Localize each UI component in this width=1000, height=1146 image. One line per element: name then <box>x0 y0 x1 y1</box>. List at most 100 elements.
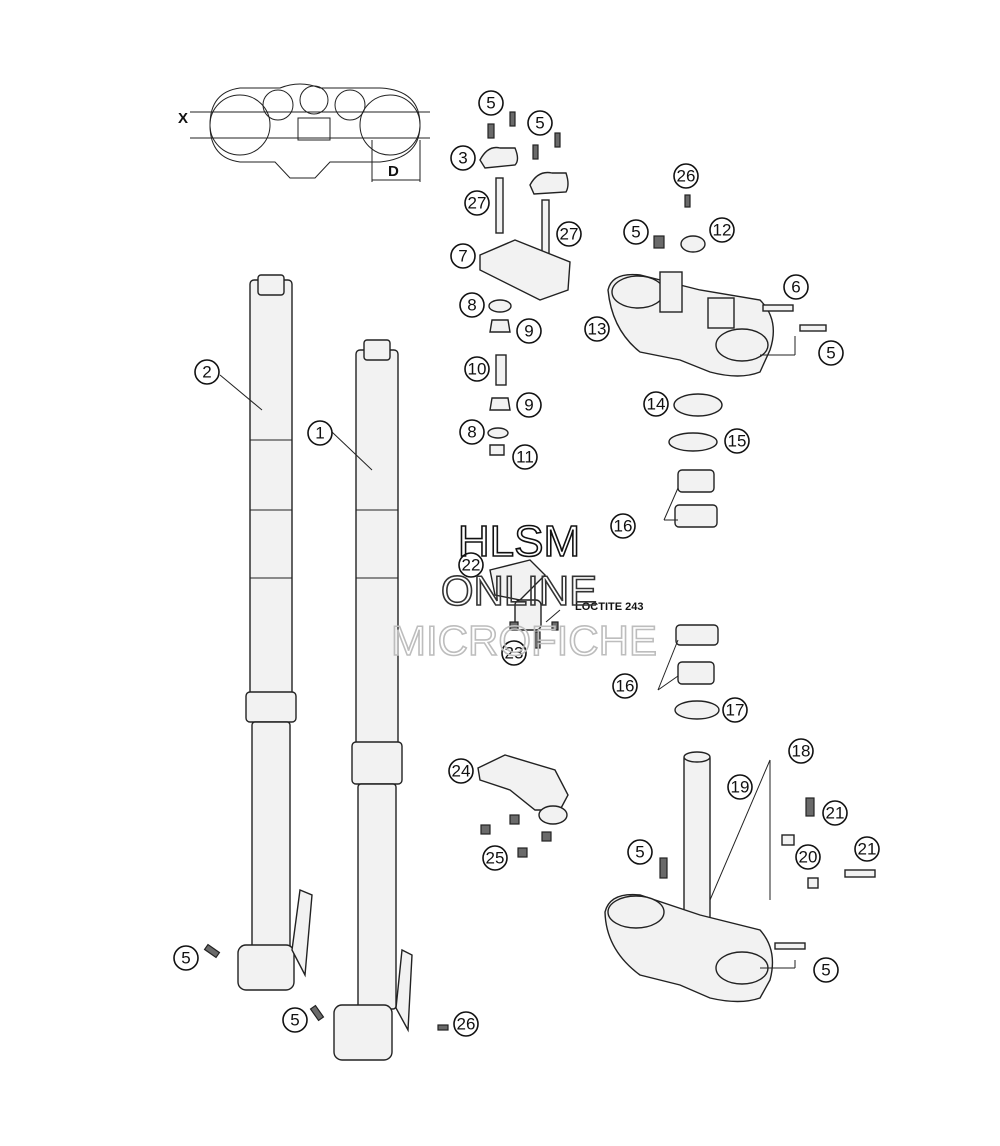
callout-1[interactable]: 1 <box>307 420 333 446</box>
callout-label: 6 <box>791 278 800 297</box>
callout-9-a[interactable]: 9 <box>516 318 542 344</box>
callout-label: 13 <box>588 320 607 339</box>
callout-22[interactable]: 22 <box>458 552 484 578</box>
callout-8-a[interactable]: 8 <box>459 292 485 318</box>
callout-label: 5 <box>821 961 830 980</box>
callout-14[interactable]: 14 <box>643 391 669 417</box>
callout-15[interactable]: 15 <box>724 428 750 454</box>
callout-5-d[interactable]: 5 <box>818 340 844 366</box>
screw-5-bottom <box>309 1004 325 1022</box>
screw-26-top <box>684 194 691 208</box>
callout-13[interactable]: 13 <box>584 316 610 342</box>
dimension-d-label: D <box>388 163 399 180</box>
callout-label: 24 <box>452 762 471 781</box>
callout-5-c[interactable]: 5 <box>623 219 649 245</box>
callout-17[interactable]: 17 <box>722 697 748 723</box>
callout-21-a[interactable]: 21 <box>822 800 848 826</box>
callout-27-a[interactable]: 27 <box>464 190 490 216</box>
callout-label: 27 <box>468 194 487 213</box>
callout-6[interactable]: 6 <box>783 274 809 300</box>
callout-label: 5 <box>535 114 544 133</box>
callout-9-b[interactable]: 9 <box>516 392 542 418</box>
callout-label: 25 <box>486 849 505 868</box>
bracket-24 <box>477 754 569 858</box>
callout-label: 5 <box>290 1011 299 1030</box>
callout-label: 26 <box>677 167 696 186</box>
watermark-line-1: HLSM <box>458 517 580 566</box>
callout-5-a[interactable]: 5 <box>478 90 504 116</box>
fork-leg-1 <box>333 339 413 1061</box>
callout-10[interactable]: 10 <box>464 356 490 382</box>
callout-label: 9 <box>524 322 533 341</box>
callout-label: 26 <box>457 1015 476 1034</box>
callout-5-f[interactable]: 5 <box>282 1007 308 1033</box>
callout-label: 15 <box>728 432 747 451</box>
callout-12[interactable]: 12 <box>709 217 735 243</box>
callout-label: 5 <box>631 223 640 242</box>
callout-2[interactable]: 2 <box>194 359 220 385</box>
callout-label: 11 <box>516 448 534 467</box>
callout-label: 23 <box>505 644 524 663</box>
leader-lines <box>219 336 796 969</box>
callout-label: 16 <box>616 677 635 696</box>
callout-label: 14 <box>647 395 666 414</box>
callout-label: 8 <box>467 423 476 442</box>
callout-label: 10 <box>468 360 487 379</box>
callout-label: 27 <box>560 225 579 244</box>
loctite-leader <box>545 609 561 623</box>
callout-label: 7 <box>458 247 467 266</box>
callout-23[interactable]: 23 <box>501 640 527 666</box>
callout-5-e[interactable]: 5 <box>173 945 199 971</box>
callout-label: 22 <box>462 556 481 575</box>
lower-triple-clamp-with-stem <box>604 751 876 1003</box>
callout-27-b[interactable]: 27 <box>556 221 582 247</box>
callout-18[interactable]: 18 <box>788 738 814 764</box>
callout-16-a[interactable]: 16 <box>610 513 636 539</box>
callout-label: 5 <box>826 344 835 363</box>
callout-20[interactable]: 20 <box>795 844 821 870</box>
loctite-note: LOCTITE 243 <box>575 601 643 613</box>
callout-5-h[interactable]: 5 <box>813 957 839 983</box>
callout-label: 5 <box>635 843 644 862</box>
callout-label: 5 <box>486 94 495 113</box>
callout-label: 12 <box>713 221 732 240</box>
callout-8-b[interactable]: 8 <box>459 419 485 445</box>
callout-label: 8 <box>467 296 476 315</box>
callout-21-b[interactable]: 21 <box>854 836 880 862</box>
callout-25[interactable]: 25 <box>482 845 508 871</box>
fork-leg-2 <box>237 274 313 991</box>
callout-26-b[interactable]: 26 <box>453 1011 479 1037</box>
callout-label: 17 <box>726 701 745 720</box>
callout-label: 9 <box>524 396 533 415</box>
callout-label: 21 <box>826 804 845 823</box>
callout-24[interactable]: 24 <box>448 758 474 784</box>
callout-16-b[interactable]: 16 <box>612 673 638 699</box>
watermark-line-3: MICROFICHE <box>391 617 657 664</box>
callout-label: 16 <box>614 517 633 536</box>
callout-3[interactable]: 3 <box>450 145 476 171</box>
callout-label: 2 <box>202 363 211 382</box>
callout-label: 3 <box>458 149 467 168</box>
callout-label: 5 <box>181 949 190 968</box>
callout-label: 21 <box>858 840 877 859</box>
dimension-x-label: X <box>178 110 188 127</box>
screw-26-bottom <box>437 1024 449 1031</box>
bracket-assembly-22 <box>489 559 559 649</box>
steering-bearing-set <box>668 393 723 720</box>
callout-5-b[interactable]: 5 <box>527 110 553 136</box>
watermark-line-2: ONLINE <box>441 567 597 614</box>
handlebar-clamp-parts <box>479 111 571 456</box>
callout-19[interactable]: 19 <box>727 774 753 800</box>
callout-11[interactable]: 11 <box>512 444 538 470</box>
callout-5-g[interactable]: 5 <box>627 839 653 865</box>
callout-label: 1 <box>315 424 324 443</box>
callout-label: 18 <box>792 742 811 761</box>
callout-label: 19 <box>731 778 750 797</box>
upper-triple-clamp <box>607 235 827 377</box>
triple-clamp-outline-view <box>190 83 430 182</box>
callout-label: 20 <box>799 848 818 867</box>
callout-26-a[interactable]: 26 <box>673 163 699 189</box>
screw-5-left <box>203 943 221 959</box>
callout-7[interactable]: 7 <box>450 243 476 269</box>
